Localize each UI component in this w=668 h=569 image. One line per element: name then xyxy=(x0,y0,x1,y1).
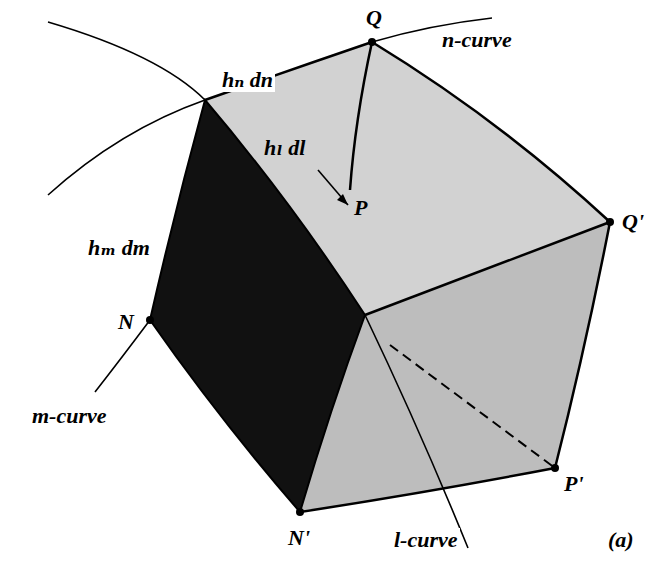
point-label: hₗ dl xyxy=(262,136,307,160)
point-label: P xyxy=(352,196,369,220)
point-label: P' xyxy=(562,472,586,496)
point-label: N xyxy=(116,310,136,334)
point-label: (a) xyxy=(606,528,636,552)
point-label: m-curve xyxy=(30,404,109,428)
point-label: N' xyxy=(286,526,312,550)
point-label: n-curve xyxy=(440,28,514,52)
point-label: Q xyxy=(364,6,384,30)
point-label: l-curve xyxy=(392,528,460,552)
point-label: hₘ dm xyxy=(86,236,152,260)
point-label: Q' xyxy=(620,210,646,234)
point-label: hₙ dn xyxy=(220,68,275,92)
